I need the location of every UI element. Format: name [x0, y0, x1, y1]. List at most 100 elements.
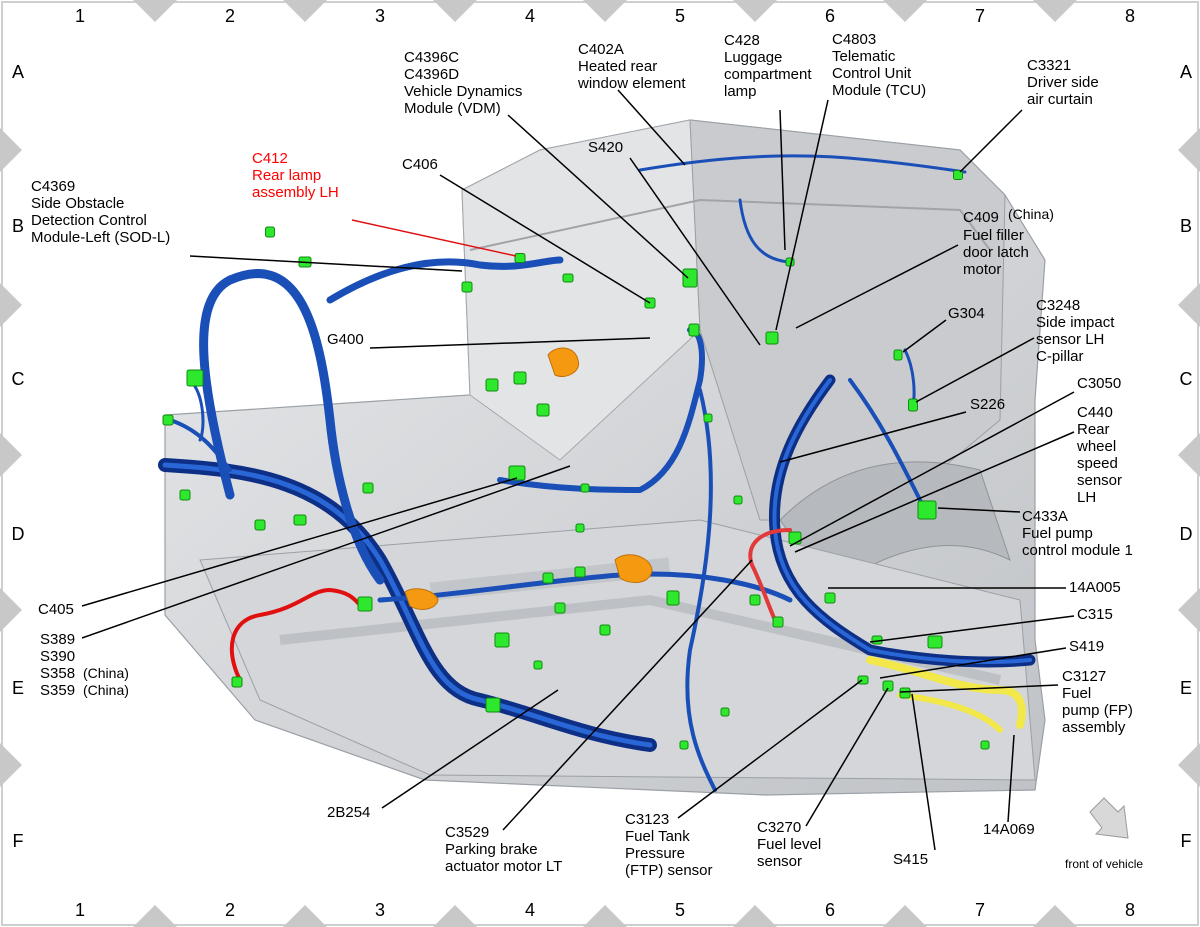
grid-tick-row-1-left: [0, 128, 22, 172]
callout-c3050: C3050: [1077, 375, 1121, 392]
leader-c4803: [775, 99, 829, 331]
connector-plug-18: [254, 519, 266, 531]
grid-tick-col-4-top: [583, 0, 627, 22]
callout-s226: S226: [970, 396, 1005, 413]
connector-plug-4: [514, 253, 526, 263]
connector-plug-21: [485, 378, 499, 392]
connector-plug-39: [485, 697, 501, 713]
main-trunk-highlight: [162, 462, 653, 748]
callout-s420: S420: [588, 139, 623, 156]
grid-tick-col-6-top: [883, 0, 927, 22]
grid-row-label-D-right: D: [1180, 524, 1193, 544]
connector-plug-41: [357, 596, 373, 612]
grid-col-label-3-bottom: 3: [375, 900, 385, 920]
leader-c428: [779, 109, 786, 251]
fuel-pump-harness: [866, 656, 1026, 729]
leader-c3050: [789, 391, 1075, 547]
grid-row-label-A-left: A: [12, 62, 24, 82]
callout-2b254: 2B254: [327, 804, 370, 821]
connector-plug-20: [362, 482, 374, 494]
connector-plug-11: [953, 170, 963, 180]
callout-s359-china: (China): [83, 682, 129, 698]
grid-row-label-E-left: E: [12, 678, 24, 698]
grid-tick-col-1-top: [133, 0, 177, 22]
connector-plug-22: [513, 371, 527, 385]
front-arrow-icon: [1089, 797, 1129, 839]
connector-plug-12: [893, 349, 903, 361]
grid-tick-col-5-bottom: [733, 905, 777, 927]
red-brake-cable: [229, 588, 362, 682]
connector-plug-23: [536, 403, 550, 417]
connector-plug-19: [293, 514, 307, 526]
connector-plug-42: [231, 676, 243, 688]
connector-plug-38: [494, 632, 510, 648]
leader-s389: [81, 465, 571, 639]
grid-row-label-A-right: A: [1180, 62, 1192, 82]
grid-tick-row-5-left: [0, 743, 22, 787]
grid-row-label-E-right: E: [1180, 678, 1192, 698]
leader-s419: [879, 647, 1067, 679]
left-lower-branch: [168, 418, 232, 472]
grid-tick-col-2-top: [283, 0, 327, 22]
connector-plug-14: [917, 500, 937, 520]
grid-tick-col-5-top: [733, 0, 777, 22]
callout-c409-china: (China): [1008, 206, 1054, 222]
connector-plug-15: [186, 369, 204, 387]
leader-s420: [629, 157, 761, 346]
upper-harness: [326, 256, 564, 304]
center-harness: [497, 327, 705, 493]
grid-col-label-4-bottom: 4: [525, 900, 535, 920]
leader-c433a: [937, 507, 1021, 513]
callout-s419: S419: [1069, 638, 1104, 655]
floor-panel: [199, 519, 1036, 781]
connector-plug-8: [688, 323, 700, 337]
grid-row-label-D-left: D: [12, 524, 25, 544]
grid-col-label-1-top: 1: [75, 6, 85, 26]
grid-tick-row-3-left: [0, 433, 22, 477]
leader-c440: [794, 431, 1075, 553]
grid-col-label-7-top: 7: [975, 6, 985, 26]
grid-col-label-7-bottom: 7: [975, 900, 985, 920]
front-of-vehicle-indicator: front of vehicle: [1065, 797, 1143, 871]
connector-plug-25: [580, 483, 590, 493]
leader-c405: [81, 477, 518, 607]
leader-c406: [439, 174, 651, 304]
connector-plug-33: [788, 531, 802, 545]
leader-c3270: [805, 687, 889, 827]
grid-col-label-8-top: 8: [1125, 6, 1135, 26]
grid-tick-col-7-bottom: [1033, 905, 1077, 927]
callout-c405: C405: [38, 601, 74, 618]
grid-tick-col-4-bottom: [583, 905, 627, 927]
orange-clip-floor: [614, 554, 653, 583]
front-of-vehicle-label: front of vehicle: [1065, 857, 1143, 871]
connector-plug-49: [720, 707, 730, 717]
leader-c3529: [502, 559, 753, 831]
connector-plug-34: [824, 592, 836, 604]
orange-clip-left: [404, 588, 439, 610]
callout-14a005: 14A005: [1069, 579, 1121, 596]
grid-tick-row-2-left: [0, 283, 22, 327]
leader-2b254: [381, 689, 559, 809]
connector-plug-9: [765, 331, 779, 345]
leader-14a069: [1007, 734, 1015, 823]
callout-g400: G400: [327, 331, 364, 348]
grid-row-label-F-left: F: [13, 831, 24, 851]
leader-c3127: [899, 684, 1059, 693]
leader-lines: [81, 89, 1075, 851]
leader-c3248: [915, 337, 1035, 403]
leader-c4396: [507, 114, 689, 279]
grid-col-label-6-top: 6: [825, 6, 835, 26]
leader-c315: [869, 615, 1075, 643]
connector-plug-32: [749, 594, 761, 606]
grid-tick-row-1-right: [1178, 128, 1200, 172]
orange-parts: [404, 347, 653, 610]
roof-harness: [638, 154, 967, 174]
callout-c315: C315: [1077, 606, 1113, 623]
